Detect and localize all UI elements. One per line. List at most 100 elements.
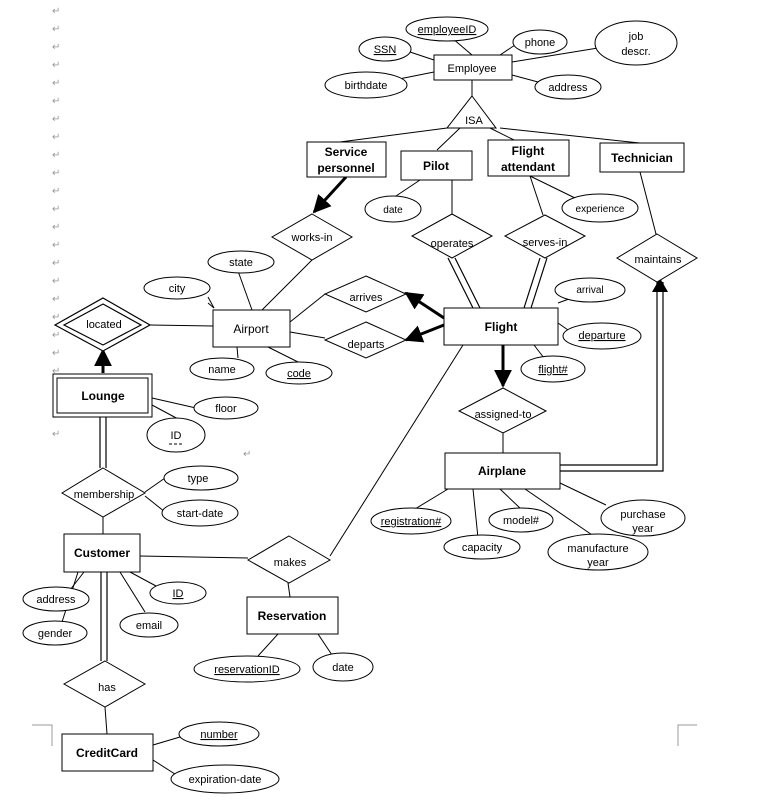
- attribute-manufacture-year: manufacture year: [547, 533, 649, 571]
- relationship-label: has: [98, 682, 116, 694]
- relationship-label: assigned-to: [475, 409, 532, 421]
- entity-pilot: Pilot: [400, 150, 473, 181]
- attribute-label: start-date: [177, 508, 223, 520]
- entity-label: CreditCard: [76, 746, 138, 760]
- attribute-label: number: [200, 729, 238, 741]
- paragraph-mark: ↵: [52, 60, 60, 71]
- attribute-model: model#: [488, 507, 554, 533]
- relationship-arrives: arrives: [323, 275, 408, 313]
- attribute-label: employeeID: [418, 24, 477, 36]
- paragraph-mark: ↵: [52, 294, 60, 305]
- attribute-label: manufacture: [567, 543, 628, 555]
- attribute-label: type: [188, 473, 209, 485]
- attribute-label: state: [229, 257, 253, 269]
- entity-label: Pilot: [423, 159, 449, 173]
- attribute-label: address: [36, 594, 76, 606]
- attribute-gender: gender: [22, 620, 88, 646]
- attribute-birthdate: birthdate: [324, 71, 408, 99]
- attribute-lounge-id: ID: [146, 417, 206, 453]
- attribute-label: expiration-date: [189, 774, 262, 786]
- attribute-reservation-date: date: [312, 652, 374, 682]
- relationship-label: maintains: [634, 254, 682, 266]
- attribute-ssn: SSN: [358, 36, 412, 62]
- attribute-label: date: [332, 662, 353, 674]
- entity-label: Customer: [74, 546, 130, 560]
- attribute-label: descr.: [621, 46, 650, 58]
- entity-lounge: Lounge: [52, 373, 153, 418]
- paragraph-mark: ↵: [52, 114, 60, 125]
- attribute-label: floor: [215, 403, 237, 415]
- attribute-floor: floor: [193, 396, 259, 420]
- attribute-label: gender: [38, 628, 73, 640]
- entity-label: Technician: [611, 151, 673, 165]
- attribute-employeeid: employeeID: [405, 16, 489, 42]
- attribute-address-customer: address: [22, 586, 90, 612]
- attribute-label: code: [287, 368, 311, 380]
- attribute-label: ID: [173, 588, 184, 600]
- attribute-experience: experience: [561, 193, 639, 223]
- entity-label: personnel: [317, 161, 374, 175]
- entity-label: Employee: [448, 63, 497, 75]
- entity-label: Flight: [512, 144, 545, 158]
- attribute-label: flight#: [538, 364, 568, 376]
- relationship-located[interactable]: located: [53, 297, 152, 352]
- attribute-label: ID: [171, 430, 182, 442]
- entity-airport: Airport: [212, 309, 291, 348]
- attribute-start-date: start-date: [161, 499, 239, 527]
- connectors: [61, 37, 657, 777]
- relationship-label: works-in: [291, 232, 333, 244]
- attribute-label: date: [383, 205, 403, 216]
- attribute-purchase-year: purchase year: [600, 499, 686, 537]
- entity-service-personnel: Service personnel: [306, 141, 387, 178]
- attribute-label: purchase: [620, 509, 665, 521]
- attribute-city: city: [143, 276, 211, 300]
- relationship-departs: departs: [323, 321, 408, 359]
- attribute-code: code: [265, 361, 333, 385]
- relationship-serves-in: serves-in: [503, 214, 587, 259]
- paragraph-mark: ↵: [52, 258, 60, 269]
- entity-label: Service: [325, 145, 368, 159]
- entity-technician: Technician: [599, 142, 685, 173]
- entity-label: attendant: [501, 160, 555, 174]
- entity-reservation: Reservation: [246, 596, 339, 635]
- attribute-arrival: arrival: [554, 277, 626, 303]
- relationship-operates: operates: [410, 213, 494, 259]
- paragraph-mark: ↵: [52, 222, 60, 233]
- entity-label: Reservation: [258, 609, 327, 623]
- attribute-flight-no: flight#: [520, 355, 586, 383]
- attribute-registration: registration#: [370, 507, 452, 535]
- paragraph-mark: ↵: [52, 186, 60, 197]
- relationship-label: makes: [274, 557, 307, 569]
- attribute-label: registration#: [381, 516, 442, 528]
- paragraph-mark: ↵: [52, 24, 60, 35]
- paragraph-mark: ↵: [52, 132, 60, 143]
- paragraph-mark: ↵: [52, 204, 60, 215]
- attribute-type: type: [163, 465, 239, 491]
- entity-label: Airport: [233, 322, 269, 336]
- relationship-maintains: maintains: [616, 233, 698, 283]
- entity-creditcard: CreditCard: [61, 733, 154, 772]
- entity-flight: Flight: [443, 307, 559, 346]
- paragraph-mark: ↵: [52, 150, 60, 161]
- attribute-email: email: [119, 612, 179, 638]
- relationship-makes: makes: [246, 535, 332, 584]
- attribute-number: number: [178, 721, 260, 747]
- paragraph-mark: ↵: [52, 429, 60, 440]
- paragraph-mark: ↵: [52, 348, 60, 359]
- relationship-label: ISA: [465, 115, 483, 127]
- attribute-label: SSN: [374, 44, 397, 56]
- relationship-assigned-to: assigned-to: [457, 387, 548, 434]
- participation-lines: [94, 175, 668, 661]
- paragraph-mark: ↵: [52, 330, 60, 341]
- paragraph-mark: ↵: [52, 168, 60, 179]
- attribute-label: year: [587, 557, 609, 569]
- attribute-departure: departure: [562, 322, 642, 350]
- attribute-capacity: capacity: [443, 534, 521, 560]
- paragraph-mark: ↵: [52, 78, 60, 89]
- attribute-label: year: [632, 523, 654, 535]
- entity-customer: Customer: [63, 533, 141, 573]
- attribute-date-pilot: date: [364, 195, 422, 223]
- paragraph-mark: ↵: [243, 449, 251, 460]
- attribute-customer-id: ID: [149, 581, 207, 605]
- attribute-address-employee: address: [534, 74, 602, 100]
